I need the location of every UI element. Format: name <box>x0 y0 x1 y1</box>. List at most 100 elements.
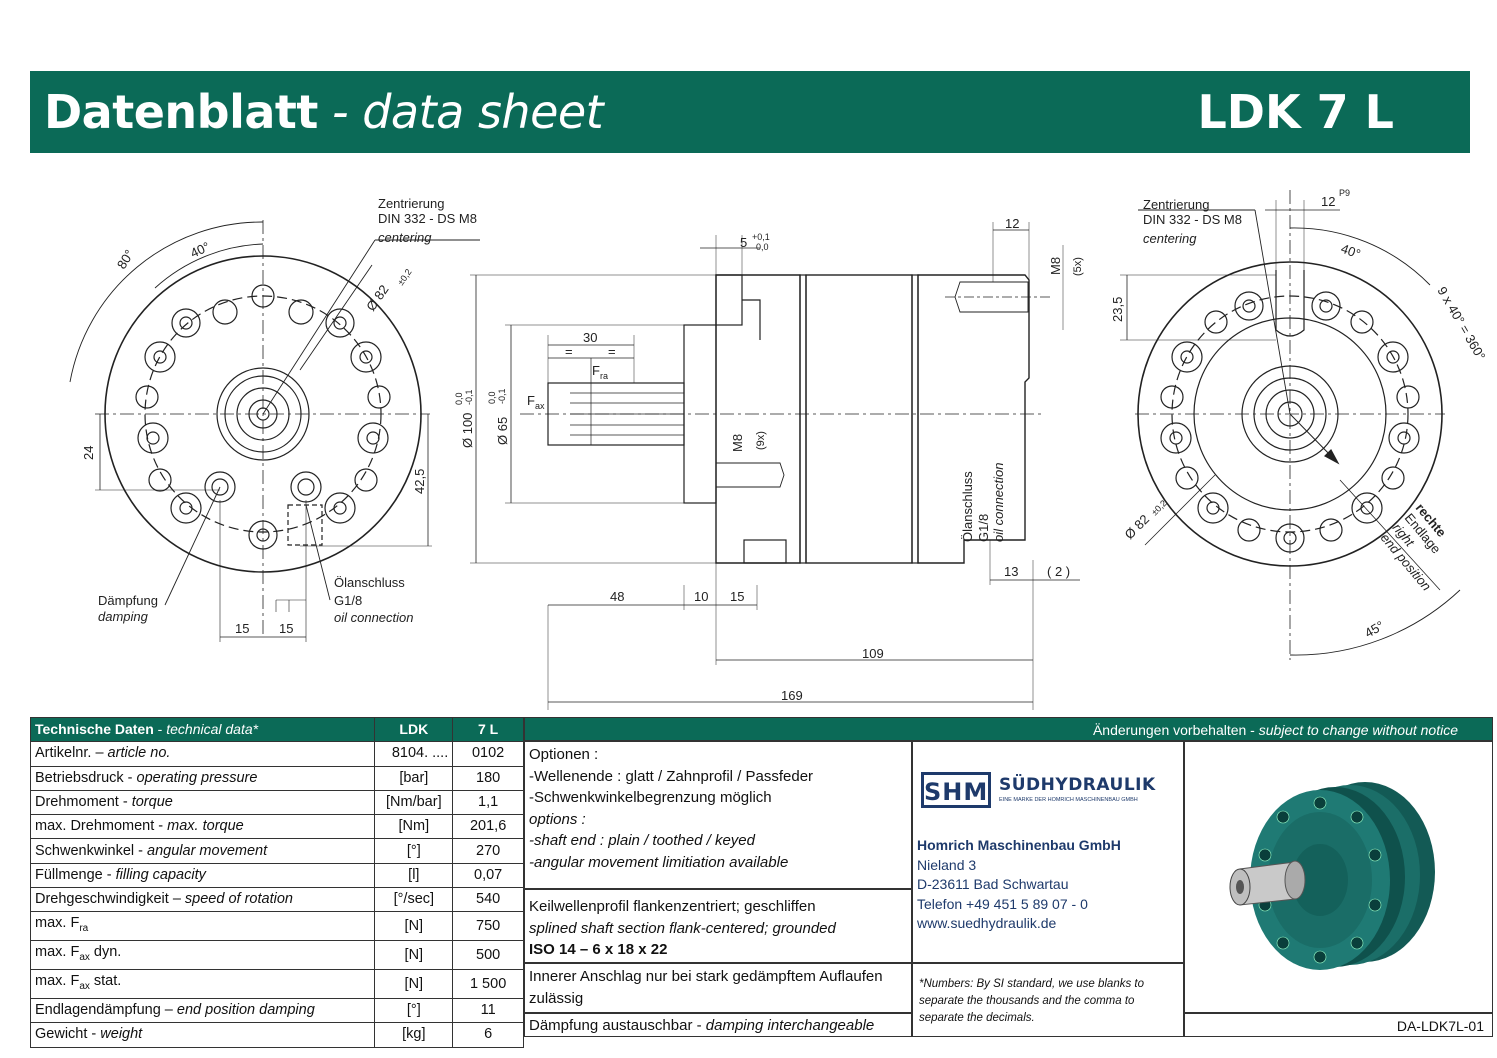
model-name: LDK 7 L <box>1197 85 1395 139</box>
keyway-width: 12 <box>1321 194 1335 209</box>
side-oil-size: G1/8 <box>976 514 991 542</box>
thread-m8-count: (5x) <box>1072 257 1084 276</box>
footnote-line-2: separate the thousands and the comma to <box>919 995 1135 1007</box>
title-separator: - <box>317 85 363 139</box>
options-title-en: options : <box>529 810 586 828</box>
angle-80: 80° <box>114 247 137 272</box>
front-view-left <box>69 220 480 642</box>
diameter-tolerance: ±0,2 <box>395 267 413 287</box>
keyway-tolerance: P9 <box>1339 188 1350 198</box>
stop-line-2: zulässig <box>529 989 584 1007</box>
side-oil-label-en: oil connection <box>991 463 1006 543</box>
company-cell: SHM SÜDHYDRAULIK EINE MARKE DER HOMRICH … <box>912 741 1184 963</box>
dim-23-5: 23,5 <box>1110 297 1125 322</box>
right-centering-de: Zentrierung <box>1143 197 1209 212</box>
title-english: data sheet <box>362 85 604 139</box>
dim-2: ( 2 ) <box>1047 564 1070 579</box>
technical-drawing: Zentrierung DIN 332 - DS M8 centering Ø … <box>69 188 1489 710</box>
title-german: Datenblatt <box>44 85 318 139</box>
thread-m8: M8 <box>1048 257 1063 275</box>
thread-m8-shaft-count: (9x) <box>755 431 767 450</box>
angle-pattern: 9 x 40° = 360° <box>1434 284 1488 363</box>
table-row: max. Fax stat.[N]1 500 <box>29 969 524 1000</box>
table-row: max. Fax dyn.[N]500 <box>29 940 524 971</box>
options-cell: Optionen : -Wellenende : glatt / Zahnpro… <box>524 741 912 889</box>
options-line-3: -shaft end : plain / toothed / keyed <box>529 832 755 849</box>
left-view-labels: Zentrierung DIN 332 - DS M8 centering Ø … <box>81 196 477 636</box>
table-row: max. Drehmoment - max. torque[Nm]201,6 <box>29 814 524 840</box>
company-name: Homrich Maschinenbau GmbH <box>917 837 1121 853</box>
logo-mark: SHM <box>921 772 991 808</box>
dim-15-a: 15 <box>235 621 249 636</box>
centering-standard: DIN 332 - DS M8 <box>378 211 477 226</box>
notice-de: Änderungen vorbehalten <box>1092 722 1247 738</box>
front-view-right <box>1120 190 1461 660</box>
dim-30: 30 <box>583 330 597 345</box>
diameter-100-tol-upper: 0,0 <box>454 392 464 405</box>
centering-label-de: Zentrierung <box>378 196 444 211</box>
diameter-65-tol-upper: 0,0 <box>487 391 497 404</box>
company-street: Nieland 3 <box>917 856 977 873</box>
thread-m8-shaft: M8 <box>730 434 745 452</box>
shaft-profile-de: Keilwellenprofil flankenzentriert; gesch… <box>529 898 816 915</box>
shaft-profile-cell: Keilwellenprofil flankenzentriert; gesch… <box>524 889 912 963</box>
table-row: Füllmenge - filling capacity[l]0,07 <box>29 862 524 889</box>
side-view <box>470 222 1080 710</box>
bolt-pattern-right <box>1160 291 1420 553</box>
oil-label-en: oil connection <box>334 610 414 625</box>
dim-169: 169 <box>781 688 803 703</box>
options-line-4: -angular movement limitiation available <box>529 853 789 871</box>
shaft-profile-en: splined shaft section flank-centered; gr… <box>529 919 836 937</box>
diameter-65-tol-lower: -0,1 <box>497 388 507 404</box>
internal-stop-cell: Innerer Anschlag nur bei stark gedämpfte… <box>524 963 912 1013</box>
table-row: Drehgeschwindigkeit – speed of rotation[… <box>29 887 524 913</box>
damping-label-en: damping <box>98 609 149 624</box>
logo-name: SÜDHYDRAULIK <box>999 775 1156 795</box>
table-row: Endlagendämpfung – end position damping[… <box>29 998 524 1024</box>
table-header-model: 7 L <box>452 716 524 743</box>
angle-40: 40° <box>188 239 212 261</box>
company-city: D-23611 Bad Schwartau <box>917 876 1069 892</box>
shaft-iso: ISO 14 – 6 x 18 x 22 <box>529 941 668 958</box>
right-centering-en: centering <box>1143 231 1197 246</box>
footnote-cell: *Numbers: By SI standard, we use blanks … <box>912 963 1184 1037</box>
notice-en: subject to change without notice <box>1258 722 1458 738</box>
right-diameter: Ø 82 <box>1122 512 1153 543</box>
product-image <box>1229 782 1435 970</box>
dim-10: 10 <box>694 589 708 604</box>
notice-header: Änderungen vorbehalten - subject to chan… <box>524 717 1493 741</box>
damping-label-de: Dämpfung <box>98 593 158 608</box>
dim-13: 13 <box>1004 564 1018 579</box>
document-id: DA-LDK7L-01 <box>1184 1013 1493 1037</box>
product-image-cell <box>1184 741 1493 1013</box>
footnote-line-1: *Numbers: By SI standard, we use blanks … <box>919 978 1144 990</box>
dim-48: 48 <box>610 589 624 604</box>
page-title: Datenblatt - data sheet <box>44 85 604 139</box>
logo-tagline: EINE MARKE DER HOMRICH MASCHINENBAU GMBH <box>999 797 1138 803</box>
diameter-65: Ø 65 <box>495 417 510 445</box>
table-header-title: Technische Daten - technical data* <box>29 716 376 743</box>
dim-24: 24 <box>81 446 96 460</box>
equal-mark-a: = <box>565 344 573 359</box>
diameter-label: Ø 82 <box>363 282 391 314</box>
table-row: max. Fra[N]750 <box>29 911 524 942</box>
dim-5-tol-upper: +0,1 <box>752 232 770 242</box>
company-website[interactable]: www.suedhydraulik.de <box>917 915 1057 931</box>
diameter-100: Ø 100 <box>460 413 475 448</box>
table-row: Gewicht - weight[kg]6 <box>29 1022 524 1048</box>
side-oil-label-de: Ölanschluss <box>960 471 975 542</box>
options-title-de: Optionen : <box>529 746 599 763</box>
dim-42-5: 42,5 <box>412 469 427 494</box>
angle-45: 45° <box>1362 618 1387 641</box>
dim-5-tol-lower: 0,0 <box>756 242 769 252</box>
dim-15-b: 15 <box>279 621 293 636</box>
dim-109: 109 <box>862 646 884 661</box>
table-row: Schwenkwinkel - angular movement[°]270 <box>29 838 524 864</box>
table-row: Artikelnr. – article no.8104. ....0102 <box>29 741 524 767</box>
header-banner: Datenblatt - data sheet LDK 7 L <box>30 71 1470 153</box>
svg-text:Fax: Fax <box>527 393 545 411</box>
damping-exchange-cell: Dämpfung austauschbar - damping intercha… <box>524 1013 912 1037</box>
footnote-line-3: separate the decimals. <box>919 1012 1035 1024</box>
table-header-row: Technische Daten - technical data* LDK 7… <box>29 716 524 743</box>
force-axial: F <box>527 393 535 408</box>
